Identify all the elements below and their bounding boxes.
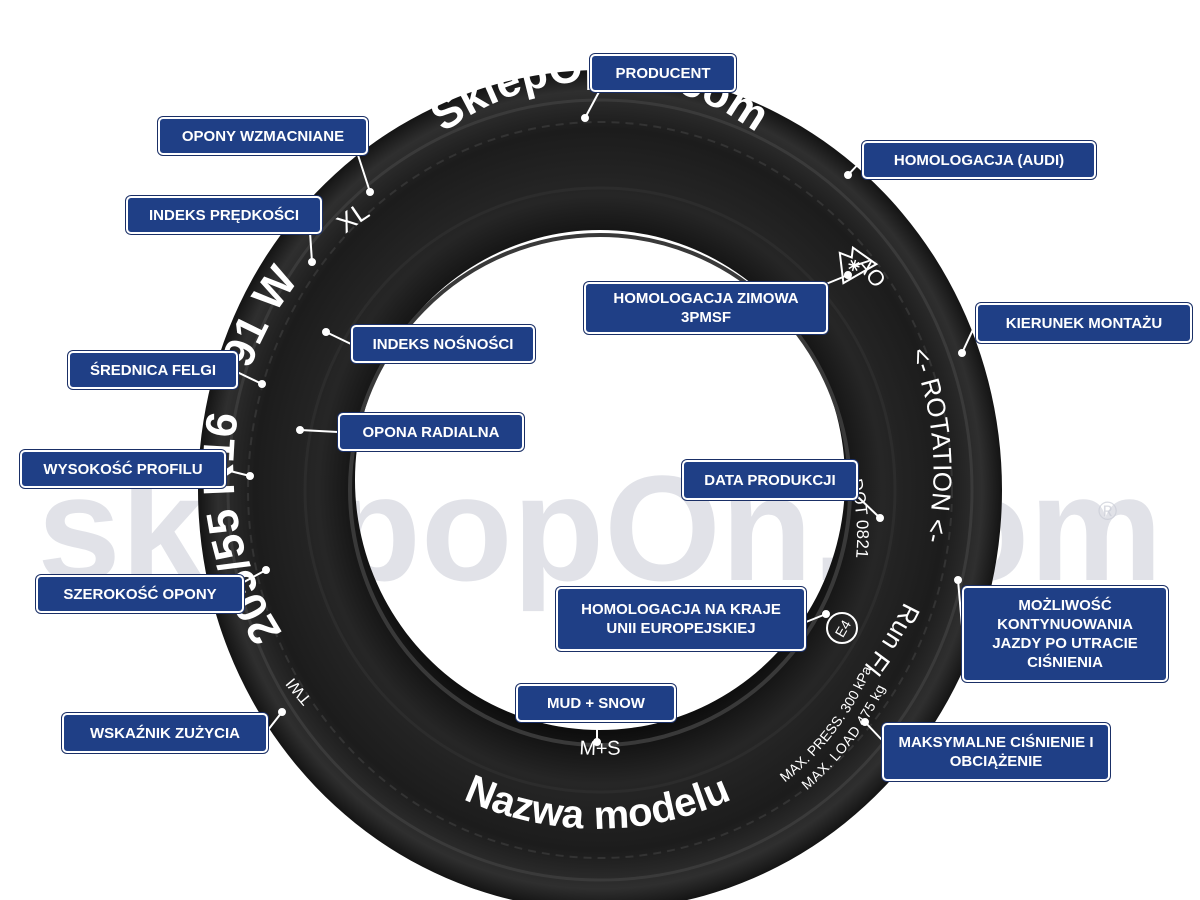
label-homologacja-audi: HOMOLOGACJA (AUDI) bbox=[862, 141, 1096, 179]
label-indeks-predkosci: INDEKS PRĘDKOŚCI bbox=[126, 196, 322, 234]
e4-marking: E4 bbox=[832, 617, 855, 640]
label-homologacja-zimowa: HOMOLOGACJA ZIMOWA 3PMSF bbox=[584, 282, 828, 334]
e4-circle bbox=[826, 612, 858, 644]
label-opony-wzmacniane: OPONY WZMACNIANE bbox=[158, 117, 368, 155]
snowflake-mountain-icon bbox=[838, 245, 879, 285]
sidewall-edge-inner bbox=[303, 186, 897, 794]
label-data-produkcji: DATA PRODUKCJI bbox=[682, 460, 858, 500]
registered-mark: ® bbox=[1098, 496, 1117, 526]
label-maksymalne-cisnienie: MAKSYMALNE CIŚNIENIE I OBCIĄŻENIE bbox=[882, 723, 1110, 781]
label-szerokosc-opony: SZEROKOŚĆ OPONY bbox=[36, 575, 244, 613]
tire-body bbox=[198, 70, 1002, 900]
label-kierunek-montazu: KIERUNEK MONTAŻU bbox=[976, 303, 1192, 343]
sidewall-ribs bbox=[247, 121, 953, 859]
label-srednica-felgi: ŚREDNICA FELGI bbox=[68, 351, 238, 389]
leader-lines bbox=[225, 89, 977, 746]
label-mud-snow: MUD + SNOW bbox=[516, 684, 676, 722]
ms-marking: M+S bbox=[579, 737, 621, 760]
label-mozliwosc-jazdy: MOŻLIWOŚĆ KONTYNUOWANIA JAZDY PO UTRACIE… bbox=[962, 586, 1168, 682]
label-producent: PRODUCENT bbox=[590, 54, 736, 92]
sidewall-edge-outer bbox=[226, 98, 974, 882]
label-indeks-nosnosci: INDEKS NOŚNOŚCI bbox=[351, 325, 535, 363]
label-homologacja-ue: HOMOLOGACJA NA KRAJE UNII EUROPEJSKIEJ bbox=[556, 587, 806, 651]
label-opona-radialna: OPONA RADIALNA bbox=[338, 413, 524, 451]
label-wskaznik-zuzycia: WSKAŹNIK ZUŻYCIA bbox=[62, 713, 268, 753]
label-wysokosc-profilu: WYSOKOŚĆ PROFILU bbox=[20, 450, 226, 488]
